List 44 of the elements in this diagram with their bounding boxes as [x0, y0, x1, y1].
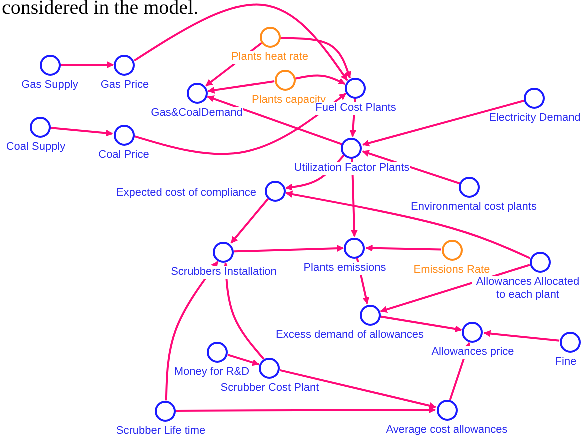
arrow	[176, 406, 436, 414]
variable-label: Emissions Rate	[414, 264, 490, 276]
arrow	[208, 80, 275, 94]
variable-label: Plants heat rate	[231, 50, 309, 64]
variable-label: Coal Price	[98, 148, 150, 162]
arrow	[380, 264, 530, 314]
arrow	[280, 369, 436, 410]
arrow	[60, 62, 114, 68]
variable-label: Scrubbers Installation	[171, 266, 277, 278]
arrow	[484, 330, 560, 342]
arrow	[230, 198, 270, 244]
arrow	[50, 127, 114, 137]
variable-label: Scrubber Life time	[116, 424, 206, 438]
caption-text: considered in the model.	[2, 0, 199, 20]
arrow	[380, 316, 462, 333]
arrow	[165, 261, 219, 401]
arrow	[286, 191, 531, 260]
variable-label: Allowances price	[432, 346, 514, 358]
variable-label: Utilization Factor Plants	[294, 162, 410, 174]
arrow	[362, 100, 526, 147]
variable-label: Average cost allowances	[386, 424, 508, 436]
variable-label: Fuel Cost Plants	[316, 102, 396, 114]
arrow	[280, 37, 352, 79]
variable-label: Excess demand of allowances	[276, 328, 424, 342]
arrow	[134, 4, 348, 81]
variable-label: Gas Supply	[22, 78, 78, 92]
variable-label: Environmental cost plants	[411, 200, 537, 214]
variable-label: Gas&CoalDemand	[151, 106, 243, 120]
arrow	[134, 92, 347, 156]
variable-label: Fine	[555, 356, 577, 368]
arrow	[228, 354, 260, 366]
variable-label: Gas Price	[100, 78, 150, 92]
variable-label: Coal Supply	[6, 140, 66, 154]
arrow	[222, 262, 265, 360]
arrow	[366, 244, 442, 252]
arrow	[362, 150, 460, 185]
variable-label: Money for R&D	[174, 366, 250, 378]
arrow	[295, 74, 346, 86]
arrow	[234, 245, 344, 253]
arrow	[207, 96, 342, 146]
variable-label: Scrubber Cost Plant	[220, 382, 320, 394]
variable-label: Plants emissions	[304, 262, 386, 274]
variable-label: Expected cost of compliance	[116, 186, 256, 200]
variable-label: Electricity Demand	[489, 112, 581, 124]
